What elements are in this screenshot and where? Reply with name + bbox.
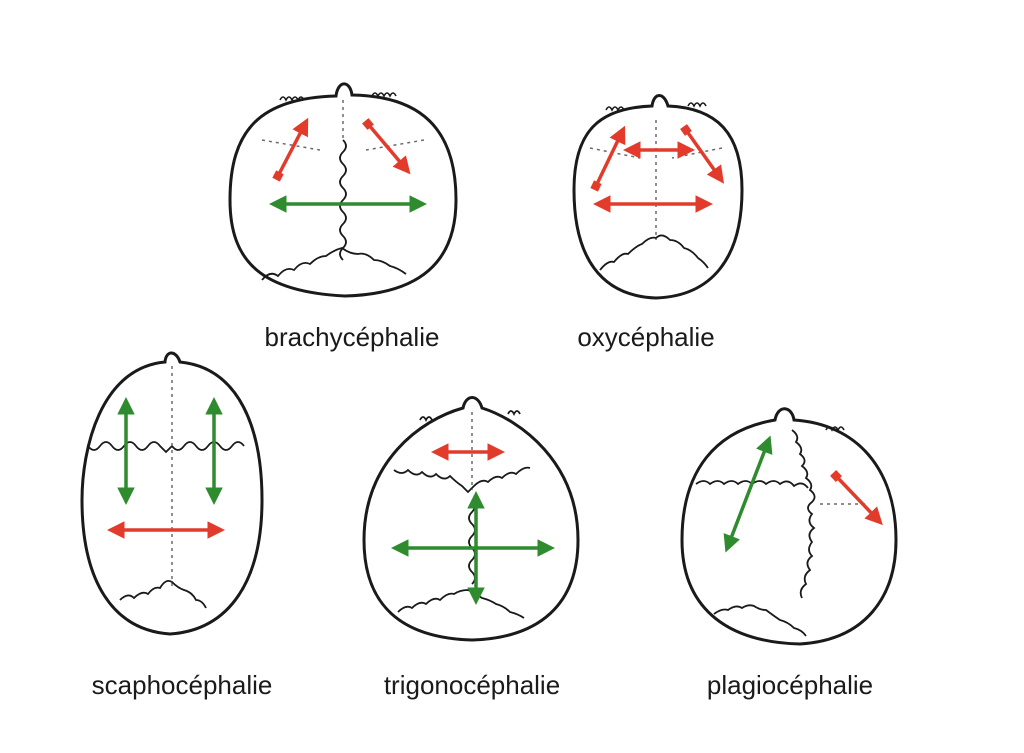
skull-plagiocephalie [680, 407, 898, 646]
skull-scaphocephalie [80, 351, 264, 636]
skull-brachycephalie [228, 82, 458, 298]
label-oxycephalie: oxycéphalie [577, 322, 715, 352]
label-scaphocephalie: scaphocéphalie [91, 670, 273, 700]
red-arrow-right [362, 118, 411, 175]
skull-outline-icon [680, 407, 898, 646]
skull-outline-icon [228, 82, 458, 298]
coronal-suture-left [791, 429, 816, 599]
red-arrow-right [680, 124, 725, 184]
skull-trigonocephalie [362, 396, 580, 642]
lambdoid-suture [261, 247, 407, 281]
skull-outline-icon [80, 351, 264, 636]
coronal-suture [87, 441, 245, 454]
lambdoid-suture [599, 234, 709, 271]
lambdoid-suture [397, 589, 525, 619]
sagittal-suture [339, 139, 347, 261]
skull-outline-icon [362, 396, 580, 642]
coronal-suture-right [825, 426, 845, 432]
red-arrow-left [590, 125, 626, 192]
metopic-suture [468, 499, 476, 585]
label-trigonocephalie: trigonocéphalie [383, 670, 561, 700]
midline-dashed [589, 120, 723, 240]
lambdoid-suture [713, 604, 807, 637]
skull-oxycephalie [572, 94, 744, 300]
label-brachycephalie: brachycéphalie [264, 322, 440, 352]
skull-outline-icon [572, 94, 744, 300]
red-arrow-left [272, 117, 309, 182]
green-arrow-diagonal [723, 435, 773, 553]
midline-dashed [261, 100, 425, 151]
red-arrow-diagonal [830, 470, 883, 526]
coronal-suture [279, 92, 397, 102]
lambdoid-suture [119, 579, 207, 609]
label-plagiocephalie: plagiocéphalie [706, 670, 874, 700]
coronal-suture [605, 102, 707, 112]
coronal-suture [393, 410, 531, 494]
